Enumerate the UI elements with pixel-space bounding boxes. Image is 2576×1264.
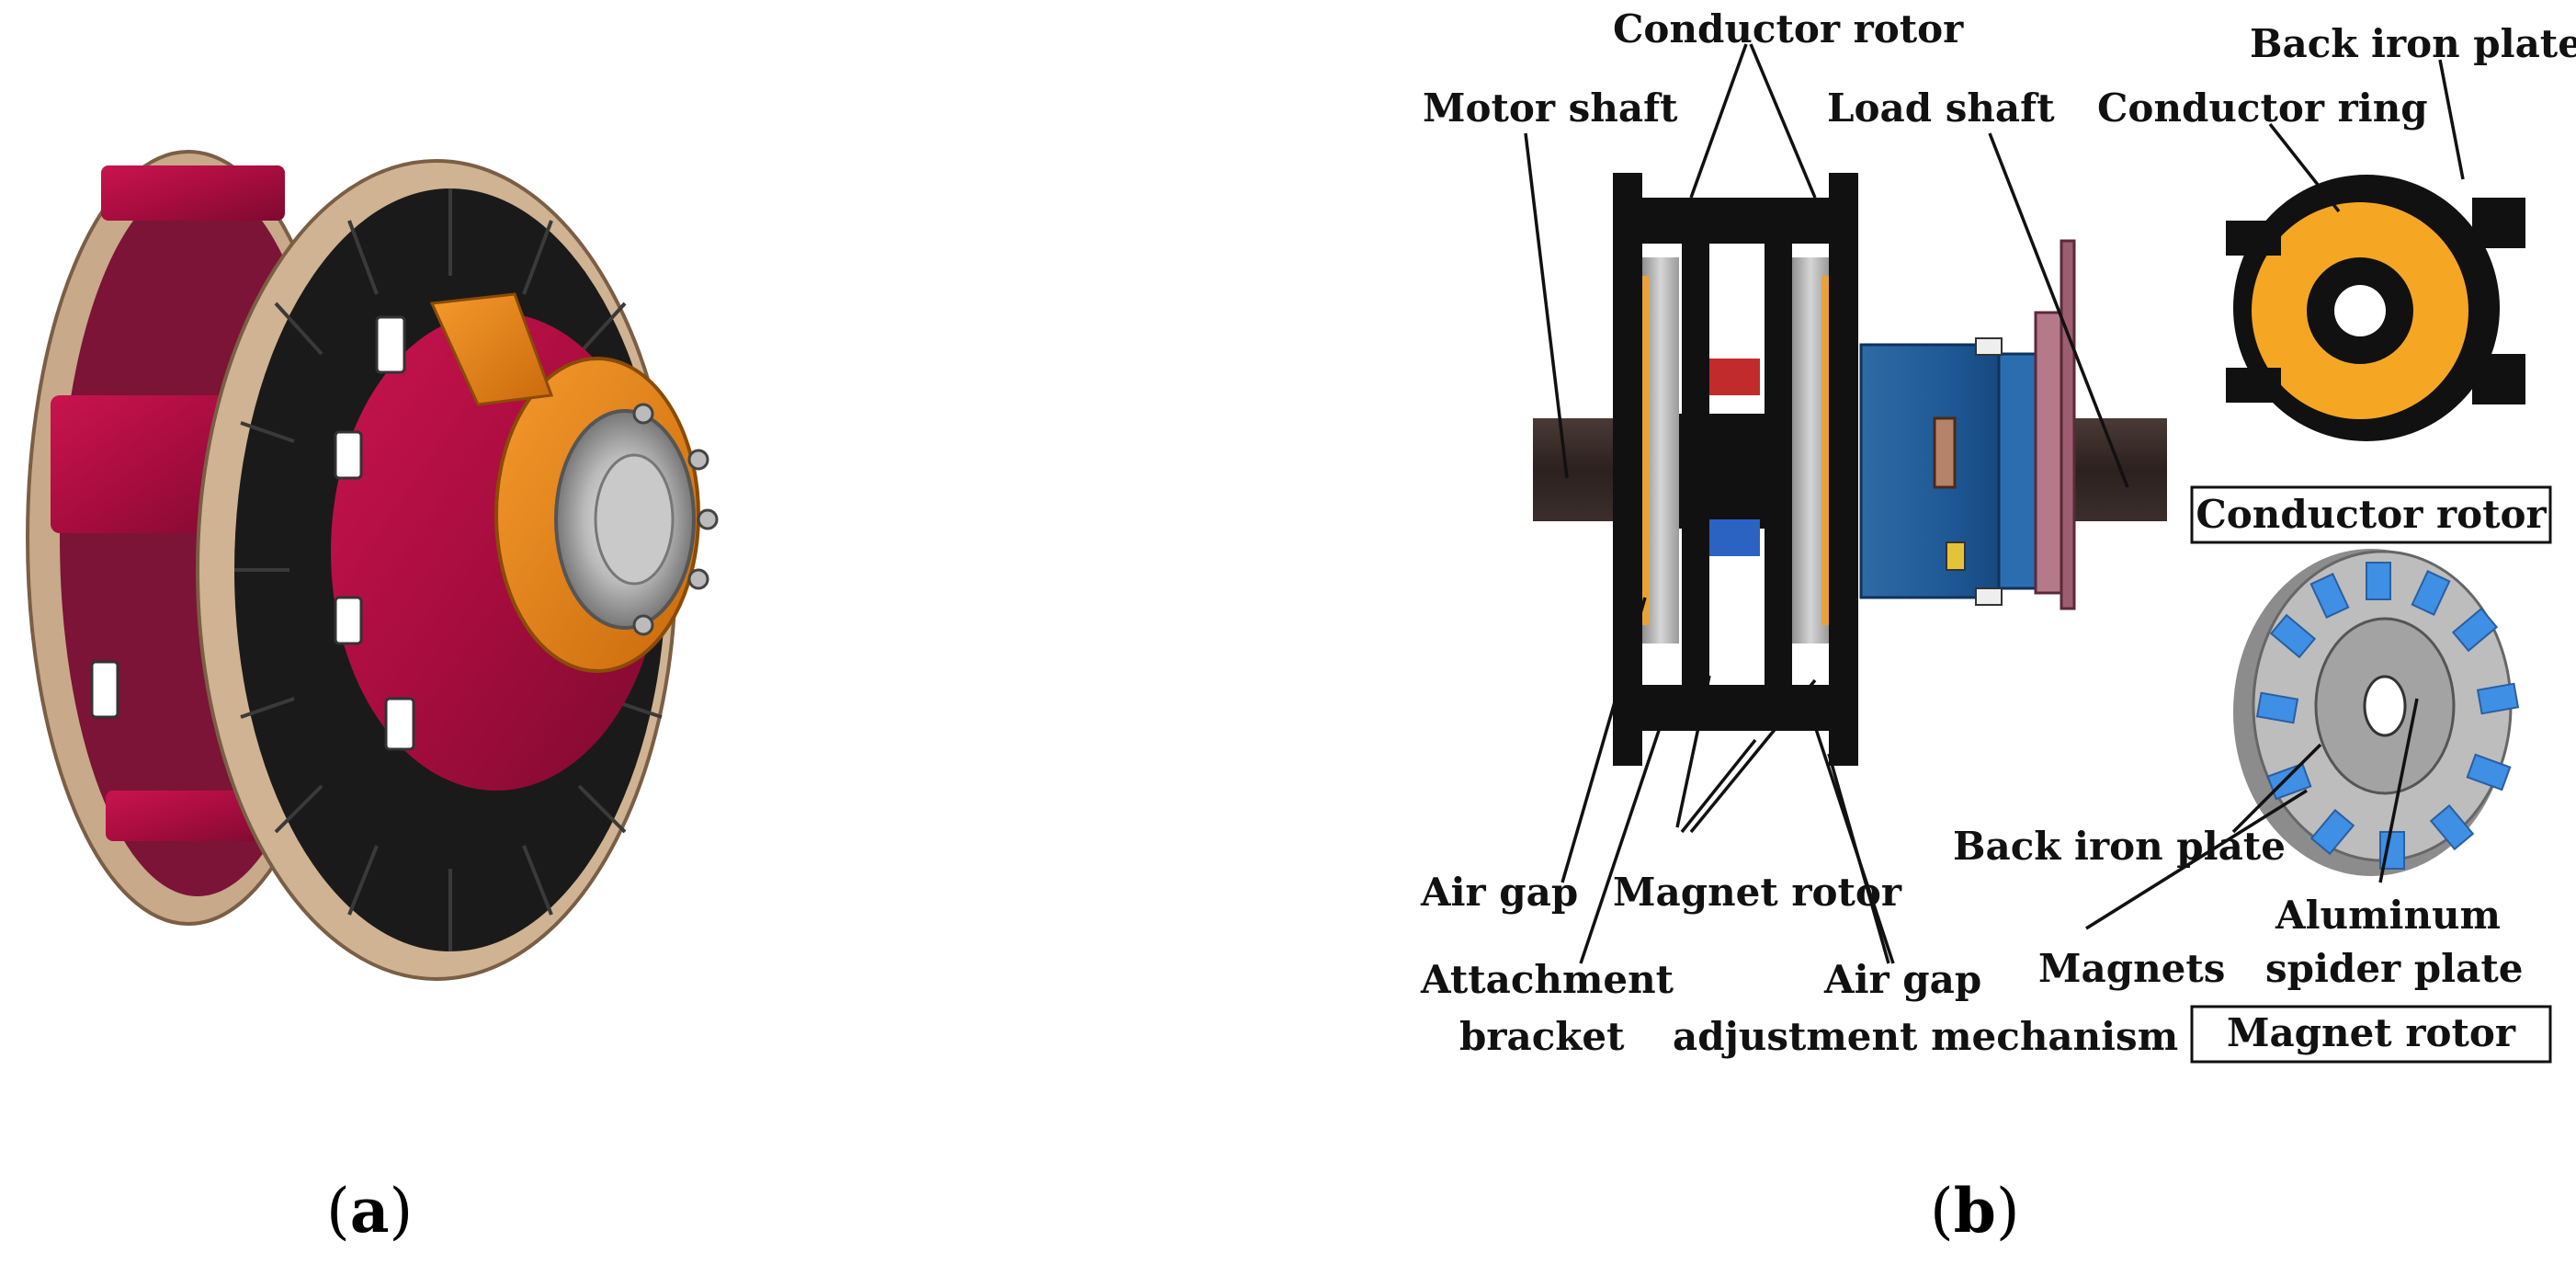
- conductor-rotor-box-label: Conductor rotor: [2196, 492, 2547, 537]
- label-attachment-line1: Attachment: [1420, 957, 1674, 1002]
- conductor-rotor-icon: [2226, 175, 2525, 441]
- label-conductor-ring: Conductor ring: [2097, 85, 2428, 131]
- panel-b-caption: (b): [1930, 1175, 2020, 1247]
- magnet-rotor-box: [2190, 1005, 2552, 1064]
- label-back-iron-plate-bottom: Back iron plate: [1953, 824, 2286, 869]
- label-conductor-rotor-top: Conductor rotor: [1613, 6, 1964, 51]
- panel-a-caption: (a): [326, 1175, 413, 1247]
- magnet-rotor-box-label: Magnet rotor: [2227, 1010, 2516, 1055]
- air-gap-adjustment-housing: [1859, 343, 2001, 599]
- label-back-iron-plate-top: Back iron plate: [2250, 21, 2576, 66]
- label-magnet-rotor: Magnet rotor: [1613, 870, 1902, 915]
- label-motor-shaft: Motor shaft: [1423, 85, 1678, 131]
- load-flange: [2034, 311, 2063, 595]
- hub-bolts: [632, 403, 719, 636]
- label-air-gap-mech-line1: Air gap: [1823, 957, 1981, 1002]
- conductor-rotor-box: [2190, 485, 2552, 544]
- panel-a-illustration: [26, 150, 719, 981]
- label-aluminum-line1: Aluminum: [2275, 893, 2501, 938]
- adjustment-slots: [90, 315, 415, 751]
- label-air-gap-left: Air gap: [1420, 870, 1578, 915]
- panel-b-cross-section: [1533, 173, 2167, 766]
- label-magnets: Magnets: [2038, 946, 2225, 991]
- magnet-segments: [2255, 562, 2520, 870]
- magnet-rotor-icon: [2233, 549, 2520, 876]
- label-air-gap-mech-line2: adjustment mechanism: [1673, 1014, 2178, 1059]
- label-load-shaft: Load shaft: [1827, 85, 2055, 131]
- label-attachment-line2: bracket: [1459, 1014, 1625, 1059]
- leader-lines: [1524, 43, 2465, 964]
- load-shaft-body: [2066, 418, 2167, 521]
- label-aluminum-line2: spider plate: [2265, 946, 2523, 991]
